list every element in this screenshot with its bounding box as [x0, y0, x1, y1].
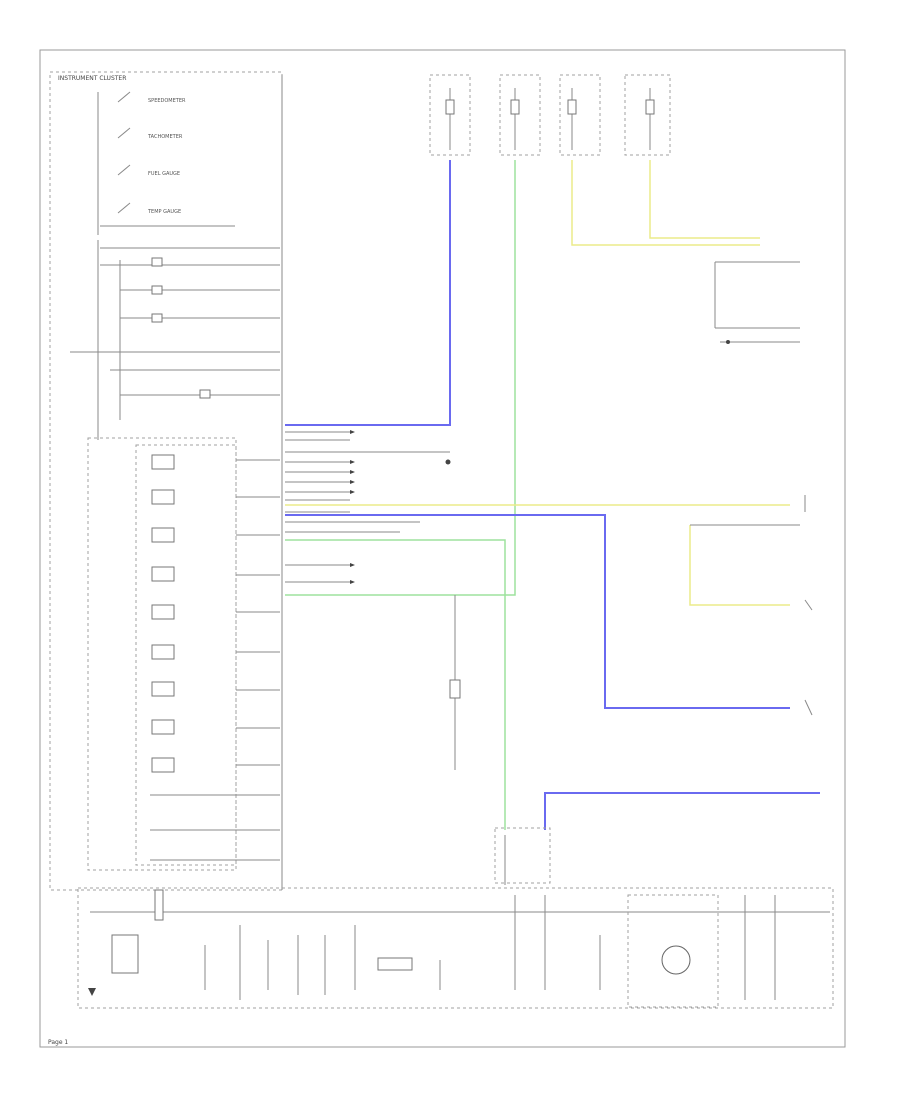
instrument-cluster-outline [49, 71, 283, 891]
wire-blue-2 [285, 514, 790, 709]
warning-lamp-1 [151, 454, 175, 470]
wire-blue-3 [544, 792, 820, 830]
indicator-block [87, 437, 280, 871]
warning-lamp-7 [151, 681, 175, 697]
warning-lamp-6 [151, 644, 175, 660]
wire-green-2 [285, 539, 506, 830]
wire-yellow-1 [571, 160, 760, 246]
gauge-label-tachometer: TACHOMETER [147, 134, 183, 140]
gauge-group: SPEEDOMETER TACHOMETER FUEL GAUGE TEMP G… [97, 91, 235, 235]
fuse-block [429, 74, 671, 156]
connector-pins [285, 430, 451, 584]
indicator-rows [70, 240, 280, 440]
bottom-components [77, 887, 834, 1009]
wire-yellow-2 [649, 160, 760, 239]
page-footer: Page 1 [48, 1039, 68, 1046]
warning-lamp-9 [151, 757, 175, 773]
gauge-label-speedometer: SPEEDOMETER [148, 98, 186, 104]
warning-lamp-3 [151, 527, 175, 543]
gauge-label-fuel: FUEL GAUGE [148, 171, 180, 177]
gauge-label-temp: TEMP GAUGE [147, 209, 181, 215]
warning-lamp-2 [151, 489, 175, 505]
wire-yellow-4 [689, 525, 790, 606]
center-sensor [449, 595, 551, 885]
warning-lamp-5 [151, 604, 175, 620]
diagram-frame [39, 49, 846, 1048]
cluster-title: INSTRUMENT CLUSTER [58, 75, 126, 82]
wire-green-1 [285, 160, 516, 596]
wire-harness [285, 160, 820, 830]
right-components [690, 261, 813, 716]
wire-blue-1 [285, 160, 451, 426]
warning-lamp-8 [151, 719, 175, 735]
warning-lamp-4 [151, 566, 175, 582]
